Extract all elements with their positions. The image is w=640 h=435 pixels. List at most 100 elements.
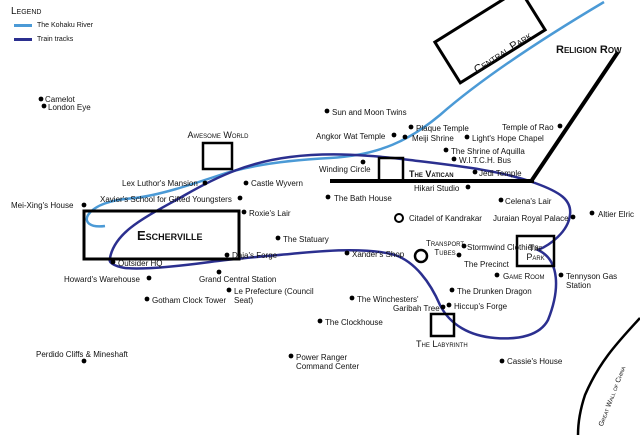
label-gotham: Gotham Clock Tower [152, 296, 227, 305]
dot-meiji [402, 134, 408, 140]
the-park-label: The Park [526, 243, 545, 262]
dot-temple-rao [557, 123, 563, 129]
label-lights-hope: Light's Hope Chapel [472, 134, 544, 143]
label-hiccup: Hiccup's Forge [454, 302, 508, 311]
label-witch-bus: W.I.T.C.H. Bus [459, 156, 512, 165]
dot-statuary [275, 235, 281, 241]
dot-winding-circle [360, 159, 366, 165]
dot-camelot [38, 96, 44, 102]
dot-celena [498, 197, 504, 203]
escherville-box [82, 209, 241, 261]
great-wall [576, 317, 640, 435]
dot-cassie [499, 358, 505, 364]
dot-hiccup [446, 302, 452, 308]
dot-sun-moon [324, 108, 330, 114]
label-winding-circle: Winding Circle [319, 165, 371, 174]
label-bath-house: The Bath House [334, 194, 392, 203]
legend-title: Legend [11, 6, 42, 17]
escherville-label: Escherville [137, 228, 203, 243]
dot-lights-hope [464, 134, 470, 140]
kohaku-river [85, 0, 605, 228]
dot-prefecture [226, 287, 232, 293]
dot-xavier [237, 195, 243, 201]
citadel-ring [394, 213, 404, 223]
dot-plaque [408, 124, 414, 130]
dot-game-room [494, 272, 500, 278]
dot-lex [202, 180, 208, 186]
label-xavier: Xavier's School for Gifted Youngsters [100, 195, 232, 204]
label-tennyson: Tennyson Gas Station [566, 272, 618, 290]
dot-winchesters [349, 295, 355, 301]
label-xander: Xander's Shop [352, 250, 405, 259]
dot-howard [146, 275, 152, 281]
label-lex: Lex Luthor's Mansion [122, 179, 198, 188]
central-park-area [432, 0, 548, 85]
dot-jedi-temple [472, 169, 478, 175]
legend-tracks-label: Train tracks [37, 36, 74, 43]
dot-juraian [570, 214, 576, 220]
legend-river: The Kohaku River [14, 22, 93, 29]
label-juraian: Juraian Royal Palace [493, 214, 569, 223]
dot-bath-house [325, 194, 331, 200]
dot-garibah [440, 304, 446, 310]
dot-grand-central [216, 269, 222, 275]
dot-drunken-dragon [449, 287, 455, 293]
dot-hikari [465, 184, 471, 190]
label-daja: Daja's Forge [232, 251, 278, 260]
label-stormwind: Stormwind Clothiers [467, 243, 539, 252]
dot-clockhouse [317, 318, 323, 324]
river-swatch [14, 24, 32, 27]
dot-outsider [110, 259, 116, 265]
label-garibah: Garibah Tree [393, 304, 440, 313]
label-drunken-dragon: The Drunken Dragon [457, 287, 532, 296]
dot-gotham [144, 296, 150, 302]
awesome-world-box [201, 141, 234, 171]
vatican-box [377, 156, 405, 183]
label-jedi-temple: Jedi Temple [479, 169, 522, 178]
tracks-swatch [14, 38, 32, 41]
label-hikari: Hikari Studio [414, 184, 460, 193]
dot-altier [589, 210, 595, 216]
label-castle-wyvern: Castle Wyvern [251, 179, 303, 188]
label-mei-xing: Mei-Xing's House [11, 201, 74, 210]
dot-power-ranger [288, 353, 294, 359]
label-perdido: Perdido Cliffs & Mineshaft [36, 350, 128, 359]
legend-river-label: The Kohaku River [37, 22, 94, 29]
label-prefecture: Le Prefecture (Council Seat) [234, 287, 314, 305]
the-park-box [515, 234, 556, 268]
label-roxie: Roxie's Lair [249, 209, 291, 218]
dot-daja [224, 252, 230, 258]
label-camelot: Camelot [45, 95, 75, 104]
legend-tracks: Train tracks [14, 36, 73, 43]
labyrinth-label: The Labyrinth [416, 339, 468, 349]
dot-tennyson [558, 272, 564, 278]
label-angkor: Angkor Wat Temple [316, 132, 386, 141]
label-precinct: The Precinct [464, 260, 509, 269]
label-cassie: Cassie's House [507, 357, 563, 366]
religion-row-road [530, 50, 620, 182]
dot-angkor [391, 132, 397, 138]
label-celena: Celena's Lair [505, 197, 552, 206]
label-london-eye: London Eye [48, 103, 91, 112]
religion-row-label: Religion Row [556, 44, 622, 56]
label-shrine-aquilla: The Shrine of Aquilla [451, 147, 525, 156]
label-grand-central: Grand Central Station [199, 275, 277, 284]
dot-roxie [241, 209, 247, 215]
dot-xander [344, 250, 350, 256]
label-statuary: The Statuary [283, 235, 329, 244]
dot-london-eye [41, 103, 47, 109]
train-tracks [108, 153, 572, 340]
dot-precinct [456, 252, 462, 258]
label-game-room: Game Room [503, 272, 545, 281]
label-altier: Altier Elric [598, 210, 635, 219]
label-howard: Howard's Warehouse [64, 275, 140, 284]
labyrinth-box [429, 312, 456, 338]
awesome-world-label: Awesome World [187, 130, 249, 140]
vatican-label: The Vatican [409, 169, 454, 179]
label-power-ranger: Power Ranger Command Center [296, 353, 360, 371]
dot-perdido [81, 358, 87, 364]
dot-stormwind [461, 243, 467, 249]
label-clockhouse: The Clockhouse [325, 318, 383, 327]
dot-mei-xing [81, 202, 87, 208]
